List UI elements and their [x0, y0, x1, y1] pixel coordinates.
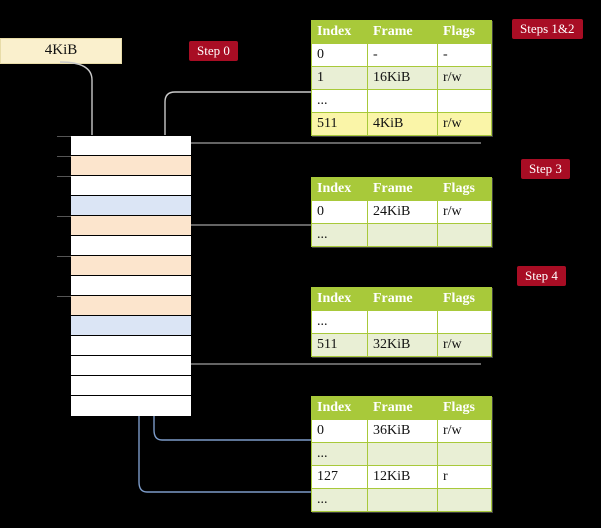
column-header-index: Index	[311, 396, 368, 420]
table-cell: r/w	[437, 419, 492, 443]
table-row: ...	[311, 89, 492, 113]
table-cell: 0	[311, 200, 368, 224]
table-cell	[367, 442, 438, 466]
memory-frame-row	[71, 336, 191, 356]
table-row: ...	[311, 488, 492, 512]
column-header-frame: Frame	[367, 20, 438, 44]
memory-frame-row	[71, 196, 191, 216]
memory-row-tick	[57, 136, 71, 137]
memory-frame-row	[71, 216, 191, 236]
table-cell: ...	[311, 310, 368, 334]
physical-memory-column	[57, 135, 191, 416]
table-cell: r/w	[437, 112, 492, 136]
table-cell: ...	[311, 488, 368, 512]
memory-row-tick	[57, 256, 71, 257]
memory-frame-row	[71, 136, 191, 156]
memory-frame-row	[71, 276, 191, 296]
memory-frame-row	[71, 296, 191, 316]
table-cell	[367, 310, 438, 334]
table-cell	[437, 488, 492, 512]
table-cell: 4KiB	[367, 112, 438, 136]
table-cell: 127	[311, 465, 368, 489]
column-header-index: Index	[311, 177, 368, 201]
table-cell	[437, 223, 492, 247]
memory-frame-row	[71, 376, 191, 396]
table-row: ...	[311, 223, 492, 247]
memory-frame-row	[71, 356, 191, 376]
table-cell: ...	[311, 223, 368, 247]
table-cell: 1	[311, 66, 368, 90]
step-badge-step-0: Step 0	[189, 41, 238, 61]
table-cell: 0	[311, 419, 368, 443]
column-header-flags: Flags	[437, 177, 492, 201]
column-header-flags: Flags	[437, 396, 492, 420]
table-cell: r/w	[437, 333, 492, 357]
step-badge-step-4: Step 4	[517, 266, 566, 286]
memory-frame-row	[71, 156, 191, 176]
table-cell: 36KiB	[367, 419, 438, 443]
source-address-label: 4KiB	[44, 42, 78, 58]
table-cell	[367, 223, 438, 247]
table-cell: r/w	[437, 66, 492, 90]
column-header-flags: Flags	[437, 287, 492, 311]
table-cell: 16KiB	[367, 66, 438, 90]
memory-frame-row	[71, 256, 191, 276]
table-cell: ...	[311, 442, 368, 466]
table-cell	[437, 310, 492, 334]
table-cell: -	[367, 43, 438, 67]
column-header-index: Index	[311, 20, 368, 44]
table-row: ...	[311, 310, 492, 334]
table-cell	[437, 89, 492, 113]
table-cell: 24KiB	[367, 200, 438, 224]
table-cell: -	[437, 43, 492, 67]
source-address-box: 4KiB	[0, 38, 122, 64]
memory-frame-row	[71, 316, 191, 336]
memory-frame-row	[71, 236, 191, 256]
table-cell: 511	[311, 112, 368, 136]
column-header-frame: Frame	[367, 287, 438, 311]
memory-frame-row	[71, 396, 191, 416]
table-row: ...	[311, 442, 492, 466]
memory-row-tick	[57, 296, 71, 297]
step-badge-steps-1-2: Steps 1&2	[512, 19, 583, 39]
table-cell: 32KiB	[367, 333, 438, 357]
memory-row-tick	[57, 156, 71, 157]
step-badge-step-3: Step 3	[521, 159, 570, 179]
table-cell: ...	[311, 89, 368, 113]
table-row: 0--	[311, 43, 492, 67]
table-cell: 12KiB	[367, 465, 438, 489]
column-header-frame: Frame	[367, 396, 438, 420]
column-header-index: Index	[311, 287, 368, 311]
column-header-frame: Frame	[367, 177, 438, 201]
table-cell: r/w	[437, 200, 492, 224]
memory-frame-row	[71, 176, 191, 196]
memory-row-tick	[57, 216, 71, 217]
table-cell	[367, 488, 438, 512]
table-cell: r	[437, 465, 492, 489]
table-cell: 0	[311, 43, 368, 67]
column-header-flags: Flags	[437, 20, 492, 44]
memory-row-tick	[57, 176, 71, 177]
table-cell	[437, 442, 492, 466]
table-cell: 511	[311, 333, 368, 357]
table-cell	[367, 89, 438, 113]
